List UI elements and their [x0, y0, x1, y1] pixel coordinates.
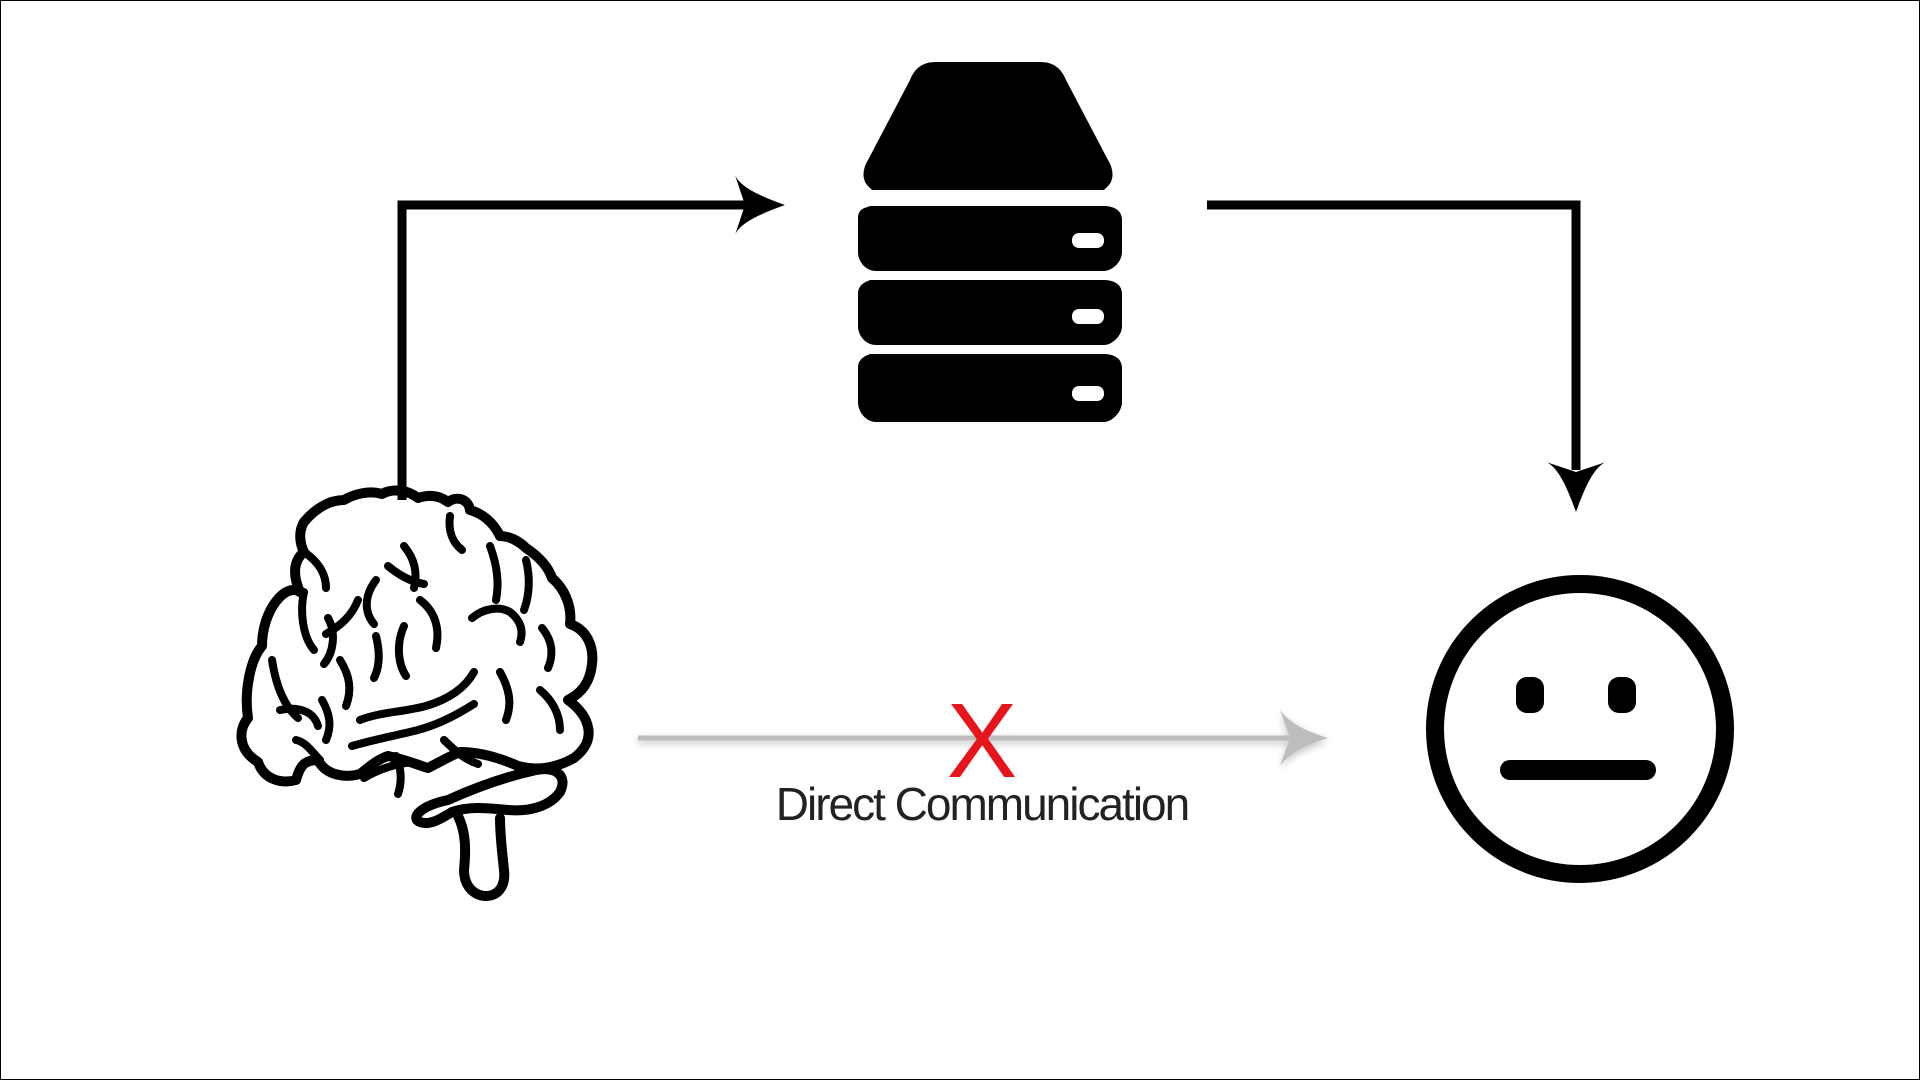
block-mark: X [947, 682, 1018, 800]
arrow-direct-communication [638, 710, 1328, 766]
direct-communication-label: Direct Communication [776, 778, 1188, 830]
server-icon [858, 62, 1122, 422]
neutral-face-icon [1426, 575, 1734, 883]
arrow-brain-to-server [397, 175, 785, 500]
arrow-server-to-face [1207, 200, 1606, 512]
brain-icon [236, 485, 598, 901]
